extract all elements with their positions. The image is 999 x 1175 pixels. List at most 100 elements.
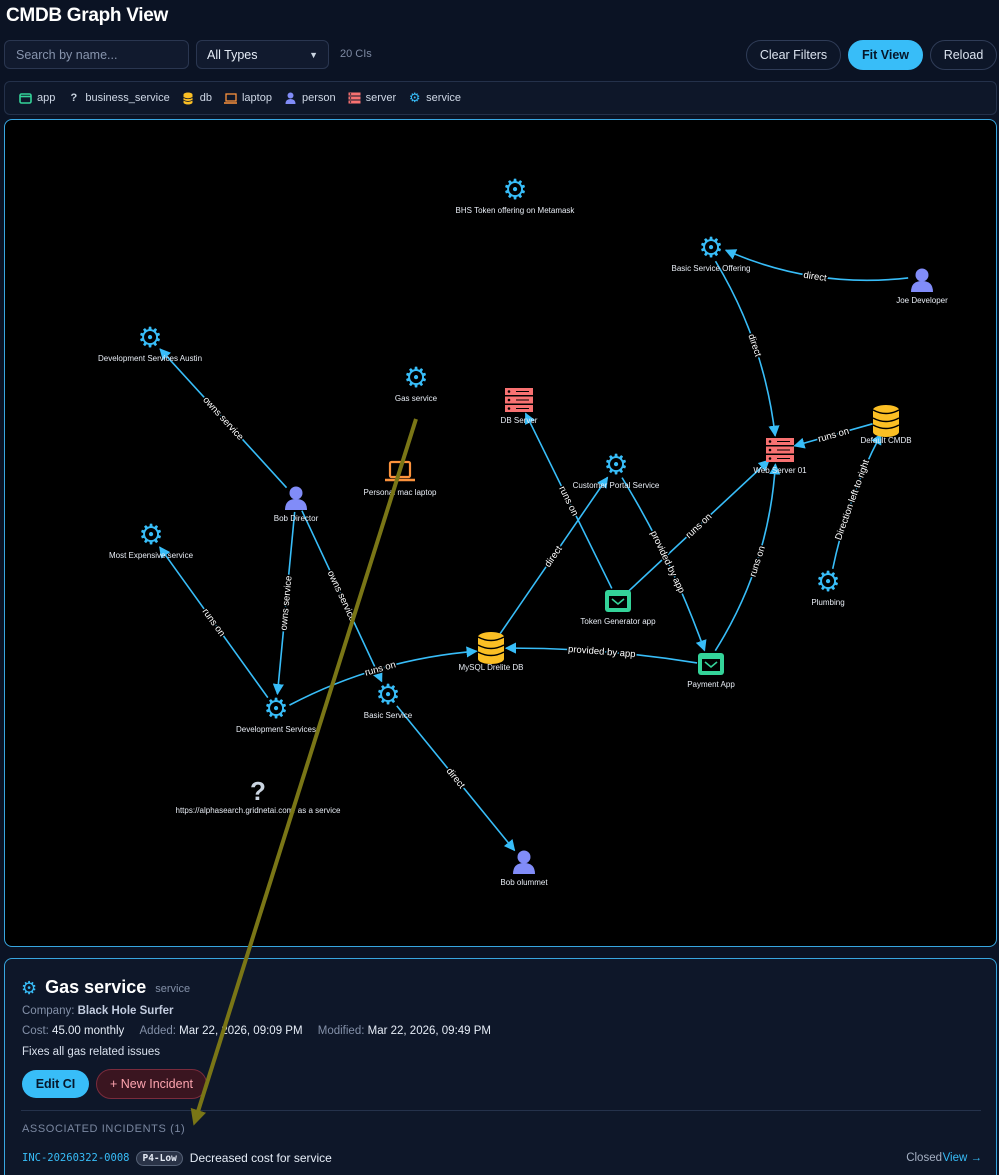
question-icon: ? <box>70 92 78 104</box>
legend-item-server: server <box>348 92 397 105</box>
ci-description: Fixes all gas related issues <box>22 1046 161 1058</box>
graph-node-plb[interactable]: ⚙Plumbing <box>811 565 844 607</box>
legend-item-app: app <box>19 92 55 105</box>
graph-edge[interactable]: owns service <box>301 510 383 683</box>
graph-node-bso[interactable]: ⚙Basic Service Offering <box>672 231 751 273</box>
edge-line <box>621 477 707 652</box>
edge-label: provided by app <box>648 529 687 595</box>
edge-line <box>714 463 781 652</box>
ci-meta-row: Cost: 45.00 monthly Added: Mar 22, 2026,… <box>22 1025 491 1037</box>
node-label: Bob olummet <box>500 878 548 887</box>
node-label: Personal mac laptop <box>364 488 437 497</box>
gear-icon: ⚙ <box>137 321 162 354</box>
legend-item-laptop: laptop <box>223 92 272 105</box>
graph-node-joe[interactable]: Joe Developer <box>896 268 948 306</box>
edge-label: provided by app <box>568 644 636 660</box>
gear-icon: ⚙ <box>698 231 723 264</box>
ci-name: Gas service <box>45 977 147 997</box>
fit-view-button[interactable]: Fit View <box>848 40 923 70</box>
edge-label: direct <box>745 333 763 359</box>
graph-edge[interactable]: direct <box>724 249 909 286</box>
node-label: BHS Token offering on Metamask <box>456 206 576 215</box>
graph-node-tga[interactable]: Token Generator app <box>580 590 656 626</box>
edge-label: direct <box>803 270 828 284</box>
graph-node-mes[interactable]: ⚙Most Expensive service <box>109 518 194 560</box>
toolbar: All Types ▼ 20 CIs Clear Filters Fit Vie… <box>4 40 997 70</box>
graph-edge[interactable]: runs on <box>524 412 613 589</box>
edge-label: Direction left to right <box>833 458 872 542</box>
edge-label: runs on <box>748 545 768 579</box>
graph-edge[interactable]: direct <box>396 705 516 852</box>
incident-view-link[interactable]: View → <box>942 1152 982 1164</box>
ci-count: 20 CIs <box>340 48 372 60</box>
graph-edge[interactable]: owns service <box>159 348 288 489</box>
graph-node-alp[interactable]: ?https://alphasearch.gridnetai.com/ as a… <box>176 776 342 815</box>
type-filter-select[interactable]: All Types ▼ <box>196 40 329 69</box>
graph-node-cps[interactable]: ⚙Customer Portal Service <box>573 448 660 490</box>
node-label: Basic Service <box>364 711 413 720</box>
modified-value: Mar 22, 2026, 09:49 PM <box>367 1025 492 1037</box>
graph-edge[interactable]: runs on <box>159 546 269 699</box>
graph-node-olm[interactable]: Bob olummet <box>500 850 548 888</box>
person-icon <box>285 486 307 510</box>
node-label: Gas service <box>395 394 438 403</box>
edge-label: owns service <box>278 575 294 631</box>
graph-node-mys[interactable]: MySQL Drelite DB <box>458 632 524 672</box>
graph-edge[interactable]: owns service <box>272 511 296 696</box>
graph-edge[interactable]: direct <box>714 260 780 437</box>
graph-node-bob[interactable]: Bob Director <box>274 486 319 524</box>
graph-node-bas[interactable]: ⚙Basic Service <box>364 678 413 720</box>
chevron-down-icon: ▼ <box>309 49 318 60</box>
divider <box>21 1110 981 1111</box>
graph-edge[interactable]: Direction left to right <box>831 433 882 569</box>
gear-icon: ⚙ <box>21 977 38 998</box>
edge-label: runs on <box>684 511 715 541</box>
graph-node-pay[interactable]: Payment App <box>687 653 735 689</box>
legend-label: server <box>365 92 397 104</box>
edge-line <box>793 423 873 449</box>
company-label: Company: <box>22 1005 75 1017</box>
type-legend: app ? business_service db laptop person … <box>4 81 997 115</box>
graph-node-dbs[interactable]: DB Server <box>501 388 538 425</box>
node-label: Basic Service Offering <box>672 264 751 273</box>
edge-label: owns service <box>200 395 245 443</box>
graph-node-cmdb[interactable]: Default CMDB <box>860 405 912 445</box>
legend-label: laptop <box>241 92 272 104</box>
page-title: CMDB Graph View <box>6 5 168 26</box>
graph-node-gas[interactable]: ⚙Gas service <box>395 361 438 403</box>
graph-edge[interactable]: provided by app <box>504 642 698 664</box>
clear-filters-button[interactable]: Clear Filters <box>746 40 841 70</box>
person-icon <box>513 850 535 874</box>
graph-node-lap[interactable]: Personal mac laptop <box>364 460 437 497</box>
node-label: Joe Developer <box>896 296 948 305</box>
graph-edge[interactable]: direct <box>498 476 609 636</box>
graph-node-dsa[interactable]: ⚙Development Services Austin <box>98 321 202 363</box>
database-icon <box>872 405 900 437</box>
incident-row: INC-20260322-0008 P4-Low Decreased cost … <box>22 1149 982 1167</box>
incident-title: Decreased cost for service <box>189 1151 332 1165</box>
reload-button[interactable]: Reload <box>930 40 997 70</box>
legend-label: person <box>301 92 336 104</box>
incidents-heading: ASSOCIATED INCIDENTS (1) <box>22 1123 186 1135</box>
graph-node-bhs[interactable]: ⚙BHS Token offering on Metamask <box>456 173 576 215</box>
graph-node-web[interactable]: Web Server 01 <box>753 438 807 475</box>
edge-label: runs on <box>817 426 850 445</box>
new-incident-button[interactable]: + New Incident <box>96 1069 207 1099</box>
app-icon <box>698 653 724 675</box>
laptop-icon <box>385 460 415 482</box>
edge-line <box>831 433 882 569</box>
legend-item-person: person <box>284 92 336 105</box>
legend-label: service <box>426 92 462 104</box>
graph-edge[interactable]: runs on <box>714 463 781 652</box>
company-value: Black Hole Surfer <box>77 1005 174 1017</box>
edit-ci-button[interactable]: Edit CI <box>22 1070 89 1098</box>
cost-label: Cost: <box>22 1025 49 1037</box>
gear-icon: ⚙ <box>403 361 428 394</box>
incident-id-link[interactable]: INC-20260322-0008 <box>22 1152 130 1164</box>
gear-icon: ⚙ <box>815 565 840 598</box>
database-icon <box>182 92 195 105</box>
incident-status: Closed <box>906 1152 942 1164</box>
search-input[interactable] <box>4 40 189 69</box>
